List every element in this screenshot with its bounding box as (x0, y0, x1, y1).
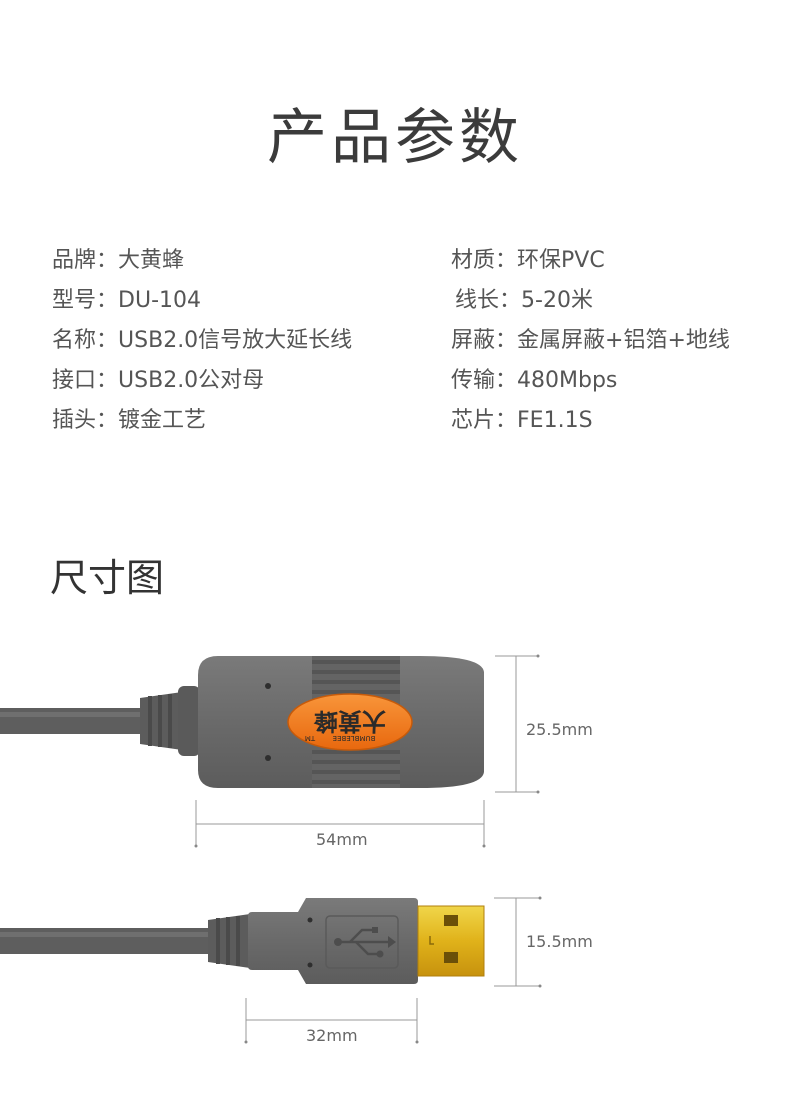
usb-icon (338, 928, 388, 956)
male-housing (248, 898, 418, 984)
female-height-label: 25.5mm (526, 720, 593, 739)
spec-length: 线长：5-20米 (455, 288, 593, 313)
plug-hole-top (444, 915, 458, 926)
female-dimension-lines (194, 654, 540, 848)
logo-subtext: BUMBLEBEE (333, 734, 376, 742)
male-dimension-lines (244, 896, 542, 1044)
spec-chip: 芯片：FE1.1S (451, 408, 593, 433)
gold-plug (417, 905, 485, 977)
spec-material: 材质：环保PVC (451, 248, 605, 273)
usb-icon-arrow (388, 936, 396, 948)
spec-interface: 接口：USB2.0公对母 (52, 368, 265, 393)
male-dot-bottom (307, 962, 313, 968)
dimension-title: 尺寸图 (50, 556, 165, 600)
spec-name: 名称：USB2.0信号放大延长线 (52, 328, 353, 353)
plug-hole-bottom (444, 952, 458, 963)
female-dot-top (265, 683, 271, 689)
male-connector (0, 898, 485, 984)
female-cable (0, 708, 145, 734)
male-cable (0, 928, 212, 954)
female-dot-bottom (265, 755, 271, 761)
spec-shielding: 屏蔽：金属屏蔽+铝箔+地线 (451, 328, 730, 353)
usb-icon-dot (334, 938, 342, 946)
female-connector: 大黄蜂 BUMBLEBEE TM (0, 656, 484, 788)
usb-recess (325, 915, 399, 969)
female-length-label: 54mm (316, 830, 368, 849)
bumblebee-logo (287, 693, 413, 751)
spec-plug: 插头：镀金工艺 (52, 408, 207, 433)
male-dot-top (307, 917, 313, 923)
spec-transfer: 传输：480Mbps (451, 368, 618, 393)
male-length-label: 32mm (306, 1026, 358, 1045)
male-height-label: 15.5mm (526, 932, 593, 951)
spec-model: 型号：DU-104 (52, 288, 202, 313)
spec-brand: 品牌：大黄蜂 (52, 248, 185, 273)
page-title: 产品参数 (267, 103, 523, 173)
logo-text-group: 大黄蜂 BUMBLEBEE TM (305, 707, 386, 742)
logo-text: 大黄蜂 (313, 707, 386, 735)
logo-tm: TM (305, 734, 316, 742)
